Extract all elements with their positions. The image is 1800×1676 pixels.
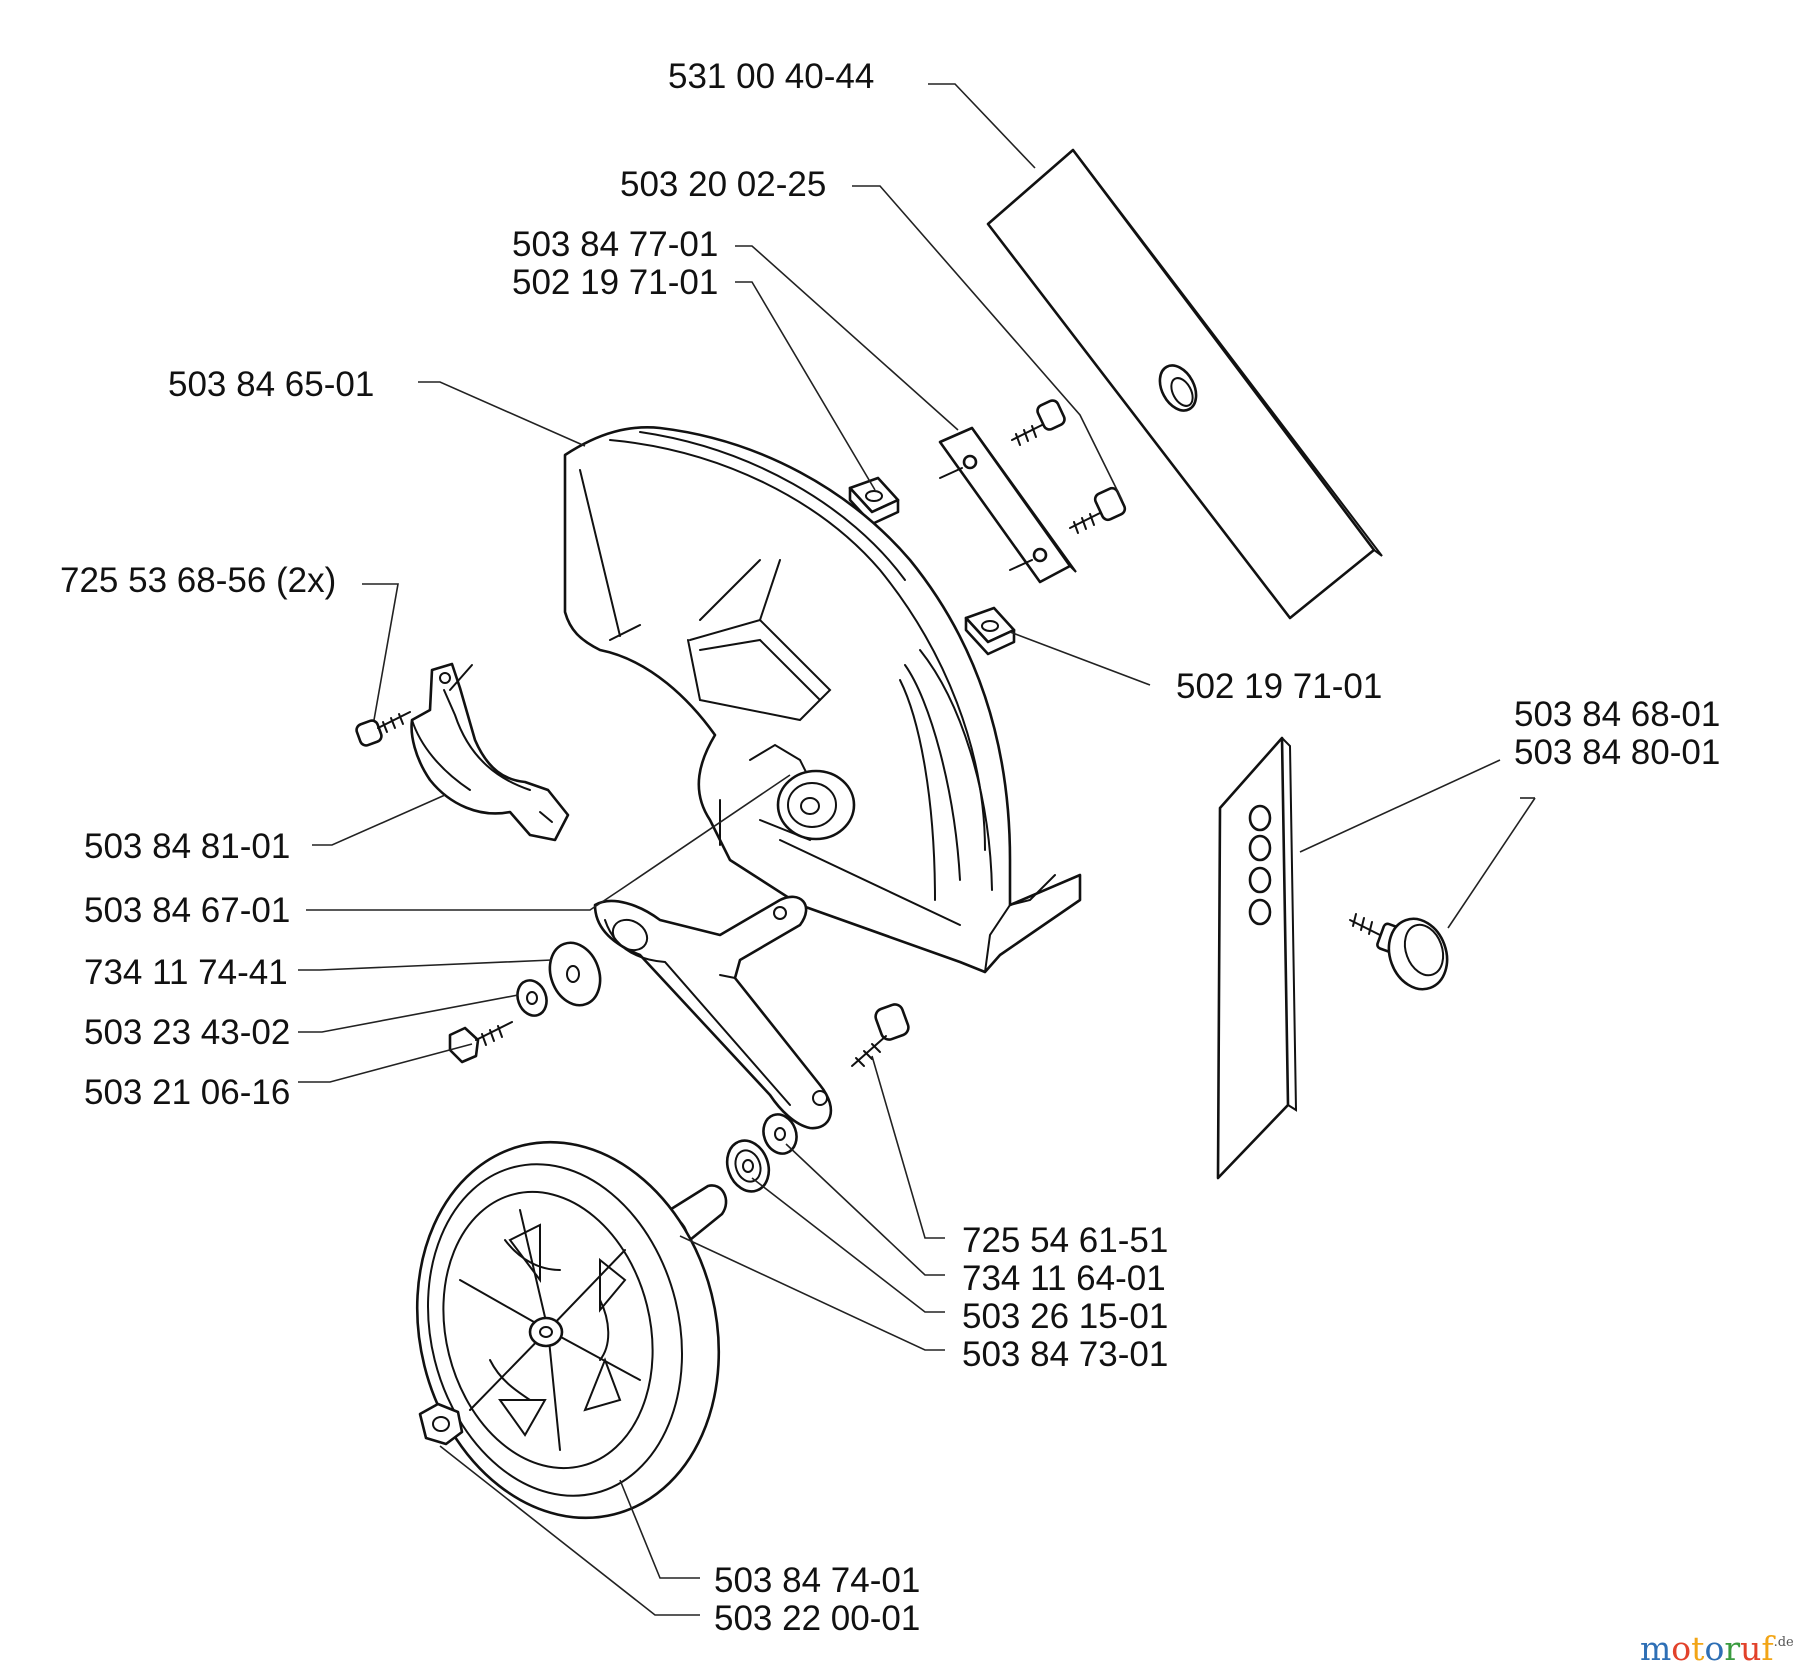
wheel-nut <box>418 1402 464 1446</box>
watermark-char: o <box>1704 1629 1724 1668</box>
label-503-84-74-01: 503 84 74-01 <box>714 1561 920 1600</box>
washer-small <box>516 979 548 1017</box>
label-503-22-00-01: 503 22 00-01 <box>714 1599 920 1638</box>
label-503-84-73-01: 503 84 73-01 <box>962 1335 1168 1374</box>
leader-lines <box>298 83 1536 1616</box>
blade-screw-lower <box>1069 486 1127 534</box>
flange-bolt <box>448 1021 513 1064</box>
guard-housing <box>563 426 1082 974</box>
label-531-00-40-44: 531 00 40-44 <box>668 57 874 96</box>
pulley-hub <box>776 769 856 841</box>
axle-screw <box>851 1003 910 1067</box>
label-503-84-65-01: 503 84 65-01 <box>168 365 374 404</box>
label-734-11-74-41: 734 11 74-41 <box>84 953 288 992</box>
clamp <box>410 662 570 842</box>
label-503-84-67-01: 503 84 67-01 <box>84 891 290 930</box>
label-503-84-68-01: 503 84 68-01 <box>1514 695 1720 734</box>
clamp-screw <box>355 711 411 747</box>
watermark-logo: motoruf.de <box>1640 1629 1794 1668</box>
label-502-19-71-01-upper: 502 19 71-01 <box>512 263 718 302</box>
label-503-21-06-16: 503 21 06-16 <box>84 1073 290 1112</box>
knob-bolt <box>1349 913 1449 991</box>
label-503-84-80-01: 503 84 80-01 <box>1514 733 1720 772</box>
bearing <box>725 1139 771 1193</box>
square-nut-lower <box>964 606 1016 656</box>
main-blade <box>986 148 1383 620</box>
blade-screw-upper <box>1011 399 1066 446</box>
label-725-54-61-51: 725 54 61-51 <box>962 1221 1168 1260</box>
watermark-char: t <box>1691 1629 1704 1668</box>
label-503-20-02-25: 503 20 02-25 <box>620 165 826 204</box>
watermark-char: r <box>1724 1629 1740 1668</box>
washer-large <box>548 941 602 1007</box>
wheel <box>415 1140 721 1520</box>
label-503-23-43-02: 503 23 43-02 <box>84 1013 290 1052</box>
label-503-26-15-01: 503 26 15-01 <box>962 1297 1168 1336</box>
label-503-84-77-01: 503 84 77-01 <box>512 225 718 264</box>
square-nut-upper <box>848 476 900 526</box>
part-labels: 531 00 40-44 503 20 02-25 503 84 77-01 5… <box>60 57 1720 1638</box>
watermark-char: f <box>1761 1629 1776 1668</box>
watermark-char: o <box>1671 1629 1691 1668</box>
watermark-char: m <box>1640 1629 1671 1668</box>
watermark-char: u <box>1740 1629 1761 1668</box>
label-503-84-81-01: 503 84 81-01 <box>84 827 290 866</box>
label-734-11-64-01: 734 11 64-01 <box>962 1259 1166 1298</box>
label-725-53-68-56: 725 53 68-56 (2x) <box>60 561 336 600</box>
bracket-plate <box>938 426 1077 584</box>
axle-washer <box>762 1113 798 1155</box>
wheel-arm <box>593 895 833 1130</box>
side-blade-plate <box>1216 736 1298 1180</box>
label-502-19-71-01-lower: 502 19 71-01 <box>1176 667 1382 706</box>
watermark-suffix: .de <box>1774 1635 1794 1650</box>
